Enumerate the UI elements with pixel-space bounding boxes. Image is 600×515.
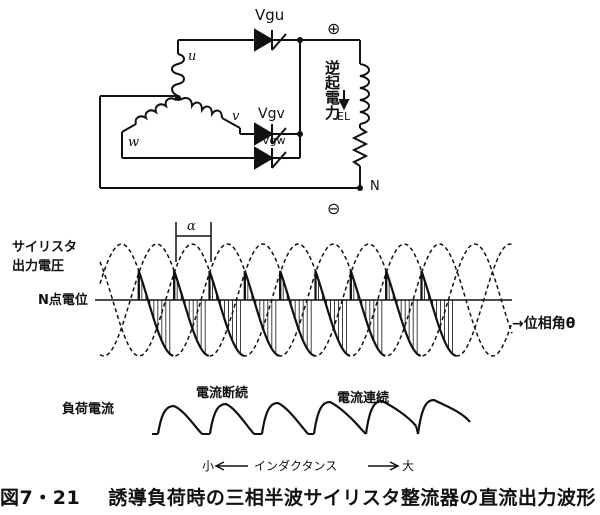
label-output-voltage-1: サイリスタ <box>12 240 77 255</box>
thyristor-output-segment <box>173 270 210 357</box>
thyristor-v <box>254 122 274 146</box>
label-vgu: Vgu <box>255 6 284 24</box>
label-alpha: α <box>187 219 196 234</box>
label-u: u <box>188 49 196 64</box>
thyristor-output-segment <box>137 270 174 357</box>
label-n: N <box>370 179 380 194</box>
label-back-emf: 逆起電力 <box>323 59 341 121</box>
coil-u <box>171 53 185 97</box>
label-inductance: インダクタンス <box>254 458 337 473</box>
label-large: 大 <box>402 459 414 473</box>
current-pulse <box>312 400 363 435</box>
label-output-voltage-2: 出力電圧 <box>12 258 64 274</box>
label-w: w <box>128 135 139 150</box>
current-pulse <box>156 404 203 435</box>
circuit-diagram <box>99 28 370 189</box>
voltage-waveform <box>95 243 513 357</box>
current-pulse <box>260 401 309 435</box>
current-pulse <box>364 399 417 435</box>
figure-caption: 図7・21 誘導負荷時の三相半波サイリスタ整流器の直流出力波形 <box>0 483 600 515</box>
current-pulse <box>208 402 255 435</box>
coil-w <box>134 97 177 125</box>
figure-number: 図7・21 <box>0 487 81 509</box>
label-plus: ⊕ <box>327 19 340 38</box>
label-v: v <box>232 109 240 124</box>
label-vgv: Vgv <box>258 106 285 122</box>
thyristor-output-segment <box>314 270 351 357</box>
load-inductor <box>359 63 370 125</box>
label-vgw: Vgw <box>262 134 286 147</box>
neutral-point <box>175 95 181 101</box>
inductance-arrows <box>214 461 400 471</box>
label-discontinuous: 電流断続 <box>196 385 248 401</box>
thyristor-output-segment <box>349 270 386 357</box>
label-phase-angle: →位相角θ <box>512 315 576 332</box>
load-current-waveform <box>152 398 471 435</box>
thyristor-w <box>254 146 274 170</box>
load-resistor <box>351 127 369 167</box>
thyristor-output-segment <box>385 270 422 357</box>
label-el: EL <box>337 110 351 123</box>
figure-canvas: Vgu Vgv Vgw u v w ⊕ ⊖ N EL 逆起電力 サイリスタ 出力… <box>12 6 576 473</box>
phase-voltage-curve-3 <box>99 243 513 357</box>
label-continuous: 電流連続 <box>337 390 389 406</box>
label-small: 小 <box>202 459 214 473</box>
thyristor-u <box>254 28 274 52</box>
caption-text: 誘導負荷時の三相半波サイリスタ整流器の直流出力波形 <box>108 487 596 509</box>
thyristor-output-segment <box>420 270 457 357</box>
label-load-current: 負荷電流 <box>62 401 114 417</box>
label-n-potential: N点電位 <box>38 292 88 308</box>
thyristor-output-segment <box>279 270 316 357</box>
alpha-marker <box>175 222 212 262</box>
thyristor-output-segment <box>208 270 245 357</box>
coil-v <box>179 97 223 119</box>
thyristor-output-segment <box>243 270 280 357</box>
current-pulse <box>416 398 471 435</box>
label-minus: ⊖ <box>327 199 340 218</box>
